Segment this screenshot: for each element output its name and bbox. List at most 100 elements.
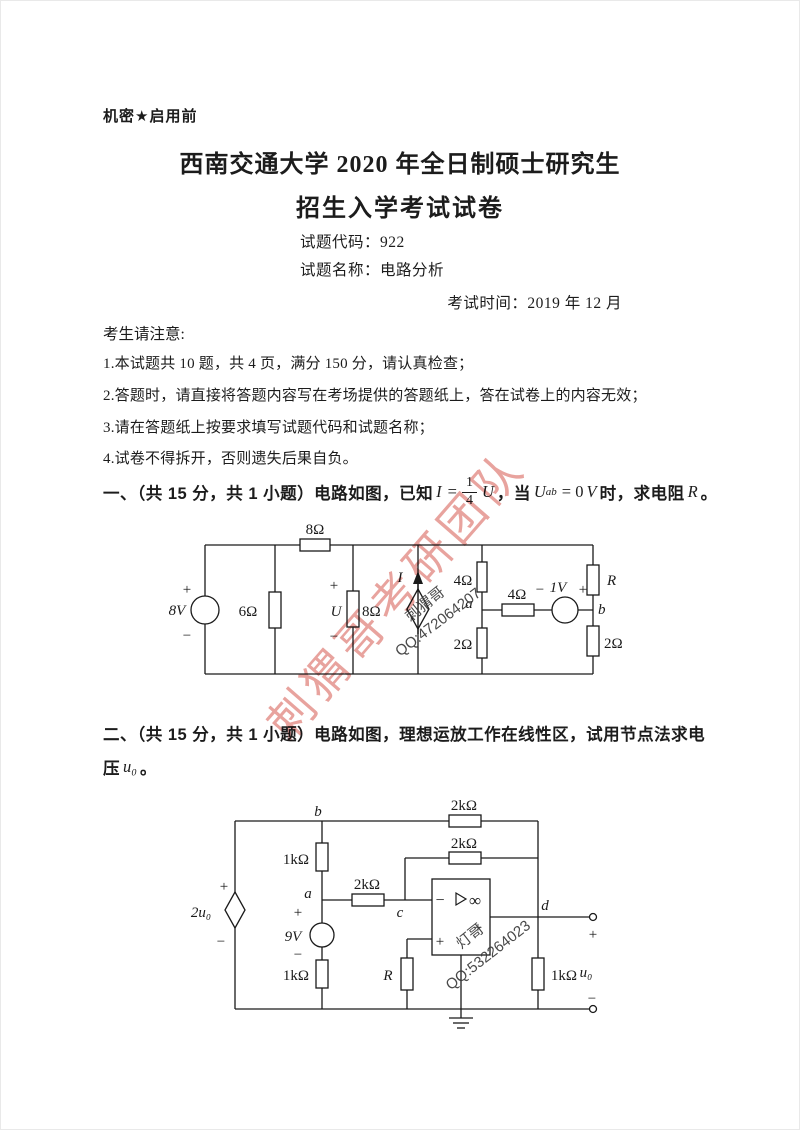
minus-sign: − [536,582,544,598]
plus-sign: + [579,582,587,598]
resistor-8ohm-mid [346,590,360,628]
q1-text-lead: 一、（共 15 分，共 1 小题）电路如图，已知 [103,485,434,503]
resistor-2ohm-right [586,625,600,657]
source-1v-label: 1V [550,580,569,596]
current-arrow [413,571,423,634]
exam-code: 试题代码：922 [300,234,405,251]
resistor-2ohm-right-label: 2Ω [604,636,623,652]
exam-time: 考试时间：2019 年 12 月 [447,295,622,312]
current-i-label: I [397,570,404,586]
output-terminal-top [588,912,598,922]
q1-var-i: I [436,482,442,501]
page-title-line1: 西南交通大学 2020 年全日制硕士研究生 [179,152,621,178]
plus-sign: + [183,582,191,598]
notice-item-1: 1.本试题共 10 题，共 4 页，满分 150 分，请认真检查； [103,356,474,372]
opamp-inverting-input-sign: − [435,892,444,909]
q2-text-pre: 压 [103,760,120,778]
resistor-2kohm-top [448,814,482,828]
q1-equals: = [447,482,457,501]
q1-var-u: U [481,482,494,501]
resistor-2kohm-mid [448,851,482,865]
resistor-2kohm-top-label: 2kΩ [451,798,477,814]
source-9v-label: 9V [285,929,304,945]
resistor-1kohm-right-label: 1kΩ [551,968,577,984]
node-c-label: c [397,905,404,921]
resistor-r-label: R [606,573,616,589]
resistor-1kohm-bottom-label: 1kΩ [283,968,309,984]
circuit-2-figure: + 2u₀ − b 1kΩ a 2kΩ 2kΩ 2kΩ + 9V − 1kΩ c… [191,798,598,1029]
resistor-r2 [400,957,414,991]
page-title-line2: 招生入学考试试卷 [296,196,504,222]
minus-sign: − [294,947,302,963]
q2-var-u0: u₀ [123,757,137,776]
resistor-r2-label: R [382,968,392,984]
output-minus-sign: − [588,991,596,1007]
node-b-label: b [598,602,606,618]
resistor-2kohm-input [351,893,385,907]
plus-sign: + [220,879,228,895]
notice-item-2: 2.答题时，请直接将答题内容写在考场提供的答题纸上，答在试卷上的内容无效； [103,388,647,404]
exam-name: 试题名称：电路分析 [300,262,445,279]
opamp-output-plus-sign: + [474,920,482,936]
node-a-label: a [465,596,473,612]
opamp-triangle-icon [455,891,468,907]
resistor-2ohm-lower [476,627,488,659]
question-2-line2: 压 u₀ 。 [103,755,157,779]
classification-banner: 机密★启用前 [103,108,198,125]
circuit-1-figure: + 8V − 6Ω 8Ω + U − 8Ω I 4Ω a 2Ω 4Ω − 1V … [169,522,623,675]
q1-fraction-denominator: 4 [465,492,473,508]
voltage-u-label: U [331,604,343,620]
resistor-8ohm-mid-label: 8Ω [362,604,381,620]
plus-sign: + [330,578,338,594]
resistor-r [586,564,600,596]
resistor-4ohm-upper-label: 4Ω [454,573,473,589]
voltage-source-1v [551,596,579,624]
resistor-2kohm-mid-label: 2kΩ [451,836,477,852]
resistor-4ohm-mid-label: 4Ω [508,587,527,603]
resistor-6ohm [268,591,282,629]
output-voltage-u0-label: u₀ [580,965,593,981]
minus-sign: − [183,628,191,644]
q1-var-v: V [586,482,597,501]
node-d-label: d [541,898,549,914]
notice-item-3: 3.请在答题纸上按要求填写试题代码和试题名称； [103,420,434,436]
source-2u0-label: 2u₀ [191,905,211,921]
minus-sign: − [217,934,225,950]
output-plus-sign: + [589,927,597,943]
notice-item-4: 4.试卷不得拆开，否则遗失后果自负。 [103,451,358,467]
minus-sign: − [330,629,338,645]
notice-header: 考生请注意: [103,326,185,343]
resistor-4ohm-upper [476,561,488,593]
q1-text-mid: ，当 [496,485,531,503]
q1-subscript-ab: ab [545,486,557,498]
plus-sign: + [294,905,302,921]
output-terminal-bottom [588,1004,598,1014]
q1-var-r: R [687,482,698,501]
q1-period: 。 [700,485,718,503]
q1-var-uab: U [533,482,546,501]
question-2-line1: 二、（共 15 分，共 1 小题）电路如图，理想运放工作在线性区，试用节点法求电 [103,726,706,744]
source-8v-label: 8V [169,603,188,619]
resistor-1kohm-left [315,842,329,872]
node-a-label: a [304,886,312,902]
opamp-noninverting-input-sign: + [436,934,444,950]
voltage-source-8v [190,595,220,625]
dependent-voltage-source-2u0 [224,890,246,930]
resistor-1kohm-right [531,957,545,991]
resistor-6ohm-label: 6Ω [239,604,258,620]
q1-text-tail: 时，求电阻 [599,485,685,503]
q1-equals-zero: = 0 [561,482,584,501]
resistor-2ohm-lower-label: 2Ω [454,637,473,653]
opamp-infinity-symbol: ∞ [469,891,481,910]
resistor-1kohm-left-label: 1kΩ [283,852,309,868]
q1-fraction-numerator: 1 [461,475,477,493]
q2-period: 。 [140,760,157,778]
node-b-label: b [314,804,322,820]
resistor-2kohm-input-label: 2kΩ [354,877,380,893]
resistor-8ohm-top [299,538,331,552]
voltage-source-9v [309,922,335,948]
opamp-body [431,878,491,956]
